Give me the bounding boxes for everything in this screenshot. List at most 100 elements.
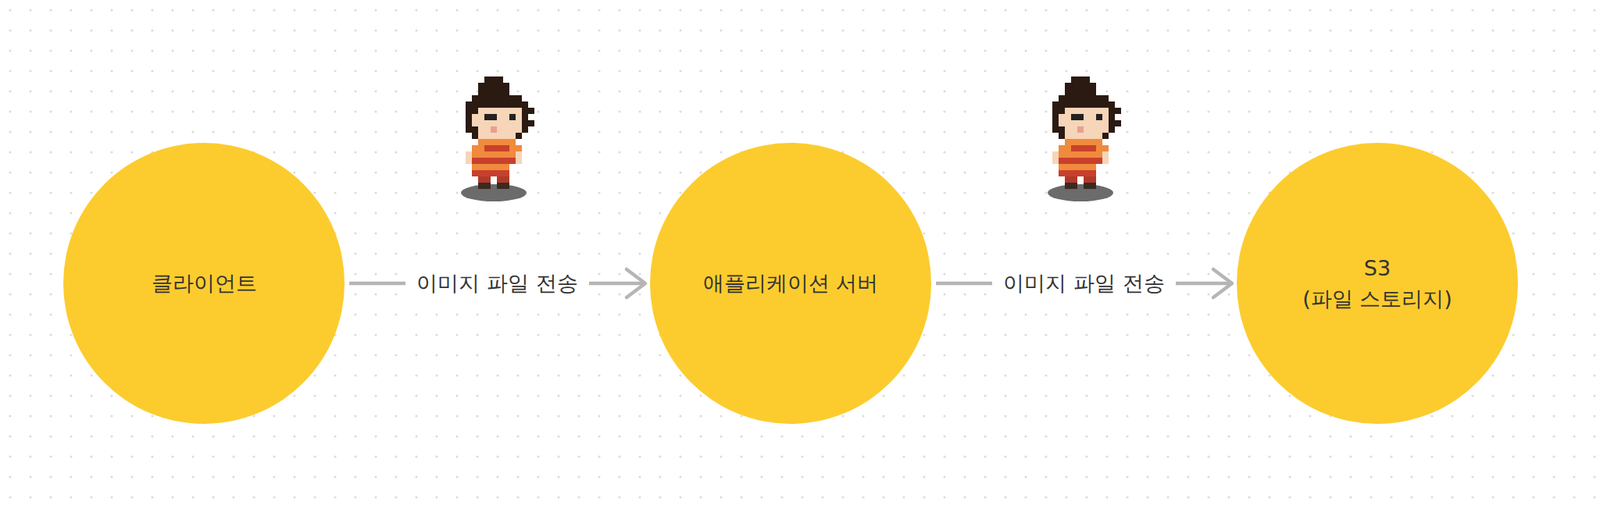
- pixel: [1083, 76, 1090, 83]
- pixel: [1071, 126, 1078, 133]
- pixel: [1071, 151, 1078, 158]
- pixel: [471, 114, 479, 121]
- pixel: [1083, 182, 1090, 190]
- pixel: [490, 151, 497, 158]
- pixel: [515, 95, 522, 102]
- pixel: [1077, 76, 1084, 83]
- pixel: [478, 82, 485, 90]
- pixel: [1077, 157, 1084, 165]
- pixel-character: [459, 71, 535, 205]
- pixel: [509, 120, 516, 127]
- pixel: [490, 76, 497, 83]
- pixel: [1096, 126, 1103, 133]
- pixel: [484, 101, 491, 108]
- pixel: [1089, 182, 1097, 190]
- pixel: [503, 182, 510, 190]
- pixel: [1102, 114, 1109, 121]
- pixel: [1071, 89, 1078, 96]
- pixel: [471, 126, 479, 133]
- pixel: [1089, 114, 1097, 121]
- pixel: [1089, 139, 1097, 146]
- pixel: [1071, 82, 1078, 90]
- pixel: [1058, 95, 1065, 102]
- pixel: [509, 101, 516, 108]
- pixel: [471, 95, 479, 102]
- pixel: [509, 107, 516, 115]
- pixel: [1108, 101, 1115, 108]
- pixel: [496, 126, 504, 133]
- pixel: [471, 107, 479, 115]
- pixel: [1102, 157, 1109, 165]
- pixel: [1064, 145, 1072, 152]
- pixel: [496, 107, 504, 115]
- pixel: [1089, 82, 1097, 90]
- pixel: [478, 170, 485, 177]
- shadow: [460, 184, 527, 202]
- pixel: [521, 101, 529, 108]
- pixel: [1083, 176, 1090, 183]
- pixel: [496, 139, 504, 146]
- pixel: [484, 164, 491, 171]
- pixel: [1058, 114, 1065, 121]
- pixel-character: [1046, 71, 1122, 205]
- shadow: [1047, 184, 1114, 202]
- pixel: [1077, 82, 1084, 90]
- pixel: [521, 120, 529, 127]
- pixel: [509, 95, 516, 102]
- pixel: [471, 101, 479, 108]
- pixel: [478, 95, 485, 102]
- pixel: [1102, 107, 1109, 115]
- pixel: [509, 139, 516, 146]
- pixel: [484, 151, 491, 158]
- pixel: [1077, 132, 1084, 140]
- pixel: [478, 114, 485, 121]
- pixel: [465, 151, 472, 158]
- pixel: [1083, 145, 1090, 152]
- pixel: [484, 120, 491, 127]
- pixel: [1058, 170, 1065, 177]
- pixel: [1102, 132, 1109, 140]
- pixel: [496, 101, 504, 108]
- pixel: [515, 101, 522, 108]
- pixel: [465, 107, 472, 115]
- pixel: [1064, 157, 1072, 165]
- pixel: [509, 114, 516, 121]
- pixel: [1089, 126, 1097, 133]
- pixel: [509, 126, 516, 133]
- pixel: [1083, 82, 1090, 90]
- pixel: [484, 95, 491, 102]
- pixel: [1071, 107, 1078, 115]
- pixel: [1083, 101, 1090, 108]
- pixel: [1089, 89, 1097, 96]
- pixel: [1064, 139, 1072, 146]
- pixel: [478, 101, 485, 108]
- pixel: [490, 95, 497, 102]
- pixel: [471, 170, 479, 177]
- pixel: [1064, 101, 1072, 108]
- pixel: [1071, 139, 1078, 146]
- pixel: [471, 164, 479, 171]
- pixel: [484, 126, 491, 133]
- pixel: [1089, 157, 1097, 165]
- pixel: [496, 114, 504, 121]
- pixel: [465, 101, 472, 108]
- node-label: (파일 스토리지): [1302, 283, 1453, 315]
- pixel: [1071, 176, 1078, 183]
- pixel: [1064, 151, 1072, 158]
- circle-shape: [1236, 142, 1518, 425]
- circle-node: S3(파일 스토리지): [1236, 142, 1518, 425]
- pixel: [503, 107, 510, 115]
- pixel: [496, 176, 504, 183]
- pixel: [503, 170, 510, 177]
- pixel: [496, 164, 504, 171]
- pixel: [1064, 95, 1072, 102]
- pixel: [465, 157, 472, 165]
- pixel: [1096, 145, 1103, 152]
- pixel: [1077, 107, 1084, 115]
- pixel: [1058, 107, 1065, 115]
- edge-label: 이미지 파일 전송: [992, 267, 1175, 299]
- pixel: [496, 157, 504, 165]
- pixel: [490, 164, 497, 171]
- node-label: S3: [1364, 253, 1391, 284]
- arrowhead: [1213, 269, 1233, 298]
